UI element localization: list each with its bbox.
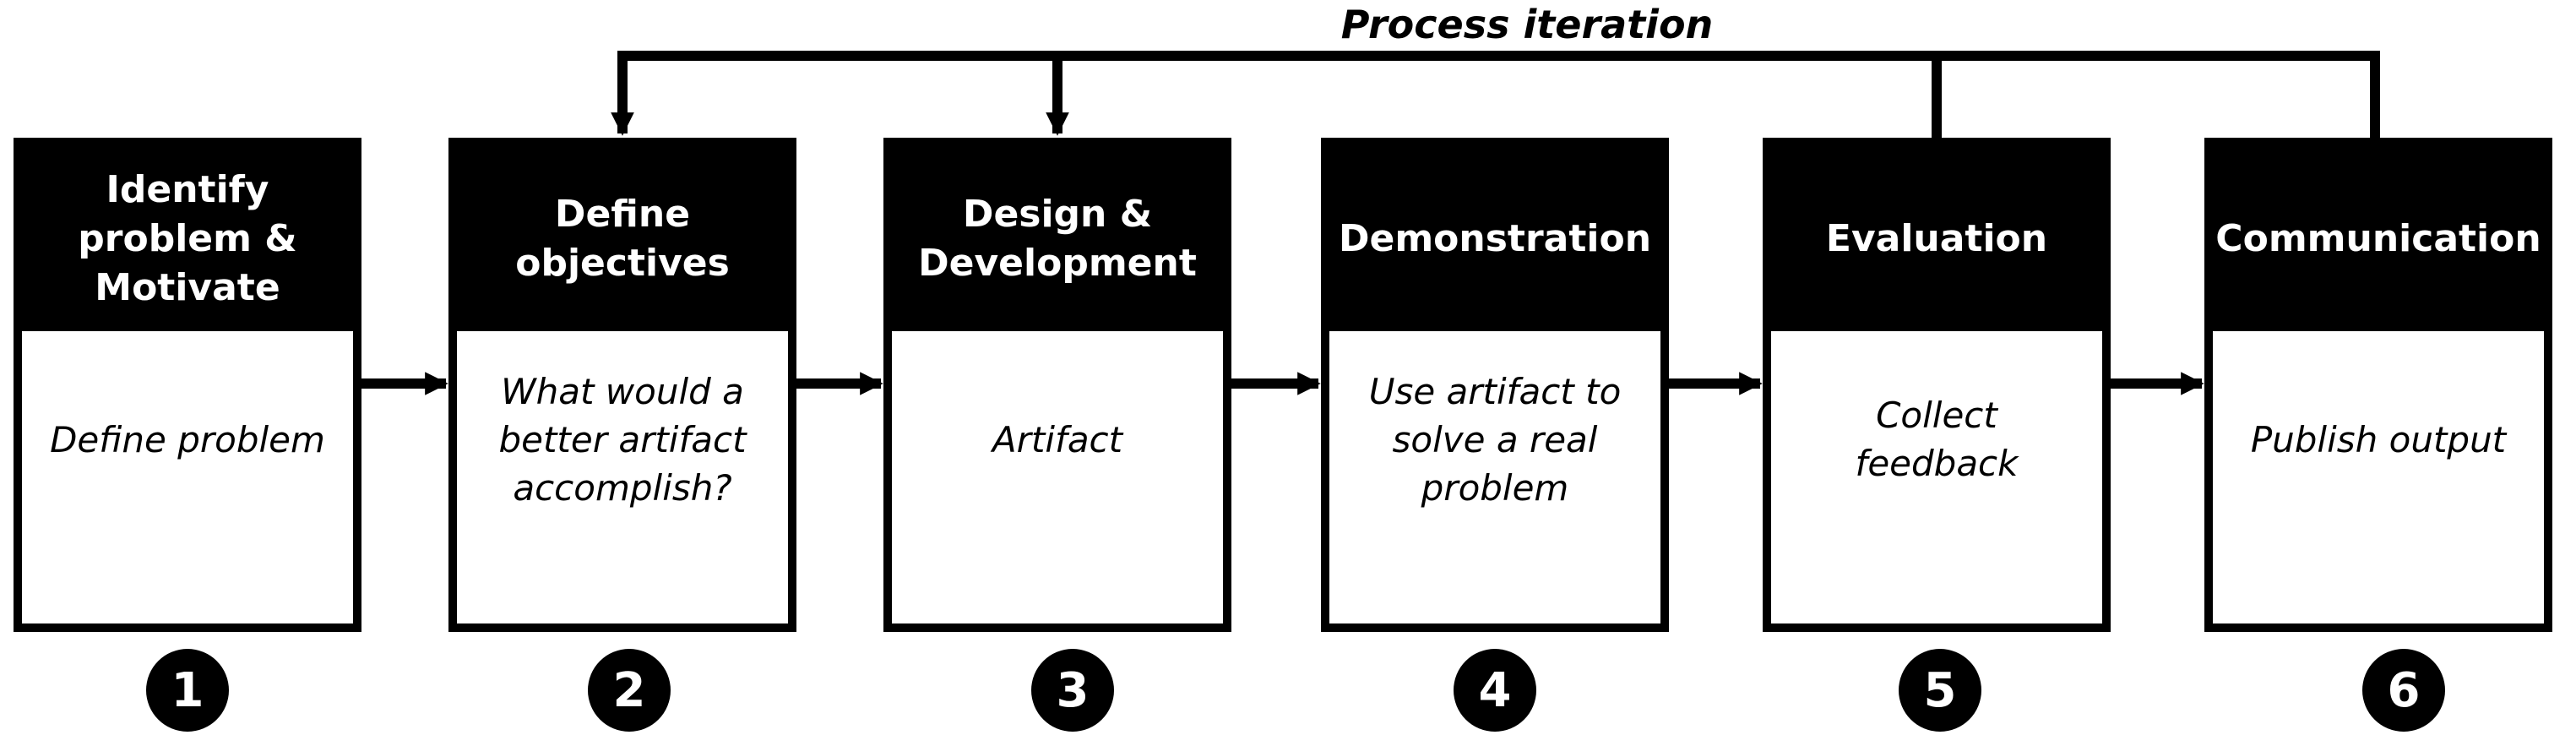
step-description: Use artifact to solve a real problem	[1368, 370, 1622, 509]
step-title: Demonstration	[1338, 216, 1652, 260]
process-step-design-development: Design & Development Artifact	[883, 138, 1231, 632]
step-title: Identify problem & Motivate	[78, 167, 297, 309]
step-header: Demonstration	[1329, 146, 1660, 331]
process-step-identify-problem: Identify problem & Motivate Define probl…	[14, 138, 361, 632]
step-number-badge: 3	[1031, 649, 1114, 732]
step-number: 5	[1923, 662, 1957, 718]
step-body: Publish output	[2213, 331, 2544, 623]
step-number-badge: 4	[1454, 649, 1536, 732]
step-header: Communication	[2213, 146, 2544, 331]
step-number-badge: 2	[588, 649, 671, 732]
step-number: 1	[171, 662, 204, 718]
process-iteration-label: Process iteration	[1340, 2, 1714, 47]
step-number: 6	[2387, 662, 2421, 718]
step-body: What would a better artifact accomplish?	[457, 331, 788, 623]
step-body: Artifact	[892, 331, 1223, 623]
step-description: Artifact	[992, 418, 1123, 460]
step-description: Define problem	[50, 418, 325, 460]
step-description: Publish output	[2250, 418, 2507, 460]
step-body: Collect feedback	[1771, 331, 2102, 623]
process-step-communication: Communication Publish output	[2204, 138, 2552, 632]
step-header: Evaluation	[1771, 146, 2102, 331]
step-description: Collect feedback	[1855, 395, 2019, 484]
step-number: 4	[1478, 662, 1512, 718]
step-description: What would a better artifact accomplish?	[498, 370, 747, 509]
process-step-evaluation: Evaluation Collect feedback	[1763, 138, 2111, 632]
step-title: Design & Development	[918, 192, 1197, 285]
step-header: Identify problem & Motivate	[22, 146, 353, 331]
step-title: Define objectives	[515, 192, 730, 285]
step-number-badge: 5	[1899, 649, 1981, 732]
step-header: Define objectives	[457, 146, 788, 331]
process-iteration-line-into-define-objectives	[611, 51, 2380, 136]
step-body: Define problem	[22, 331, 353, 623]
step-number-badge: 6	[2362, 649, 2445, 732]
process-step-demonstration: Demonstration Use artifact to solve a re…	[1321, 138, 1669, 632]
step-body: Use artifact to solve a real problem	[1329, 331, 1660, 623]
step-number-badge: 1	[146, 649, 229, 732]
step-title: Communication	[2215, 216, 2541, 260]
step-title: Evaluation	[1825, 216, 2048, 260]
process-step-define-objectives: Define objectives What would a better ar…	[448, 138, 796, 632]
step-number: 3	[1056, 662, 1090, 718]
step-number: 2	[612, 662, 646, 718]
step-header: Design & Development	[892, 146, 1223, 331]
